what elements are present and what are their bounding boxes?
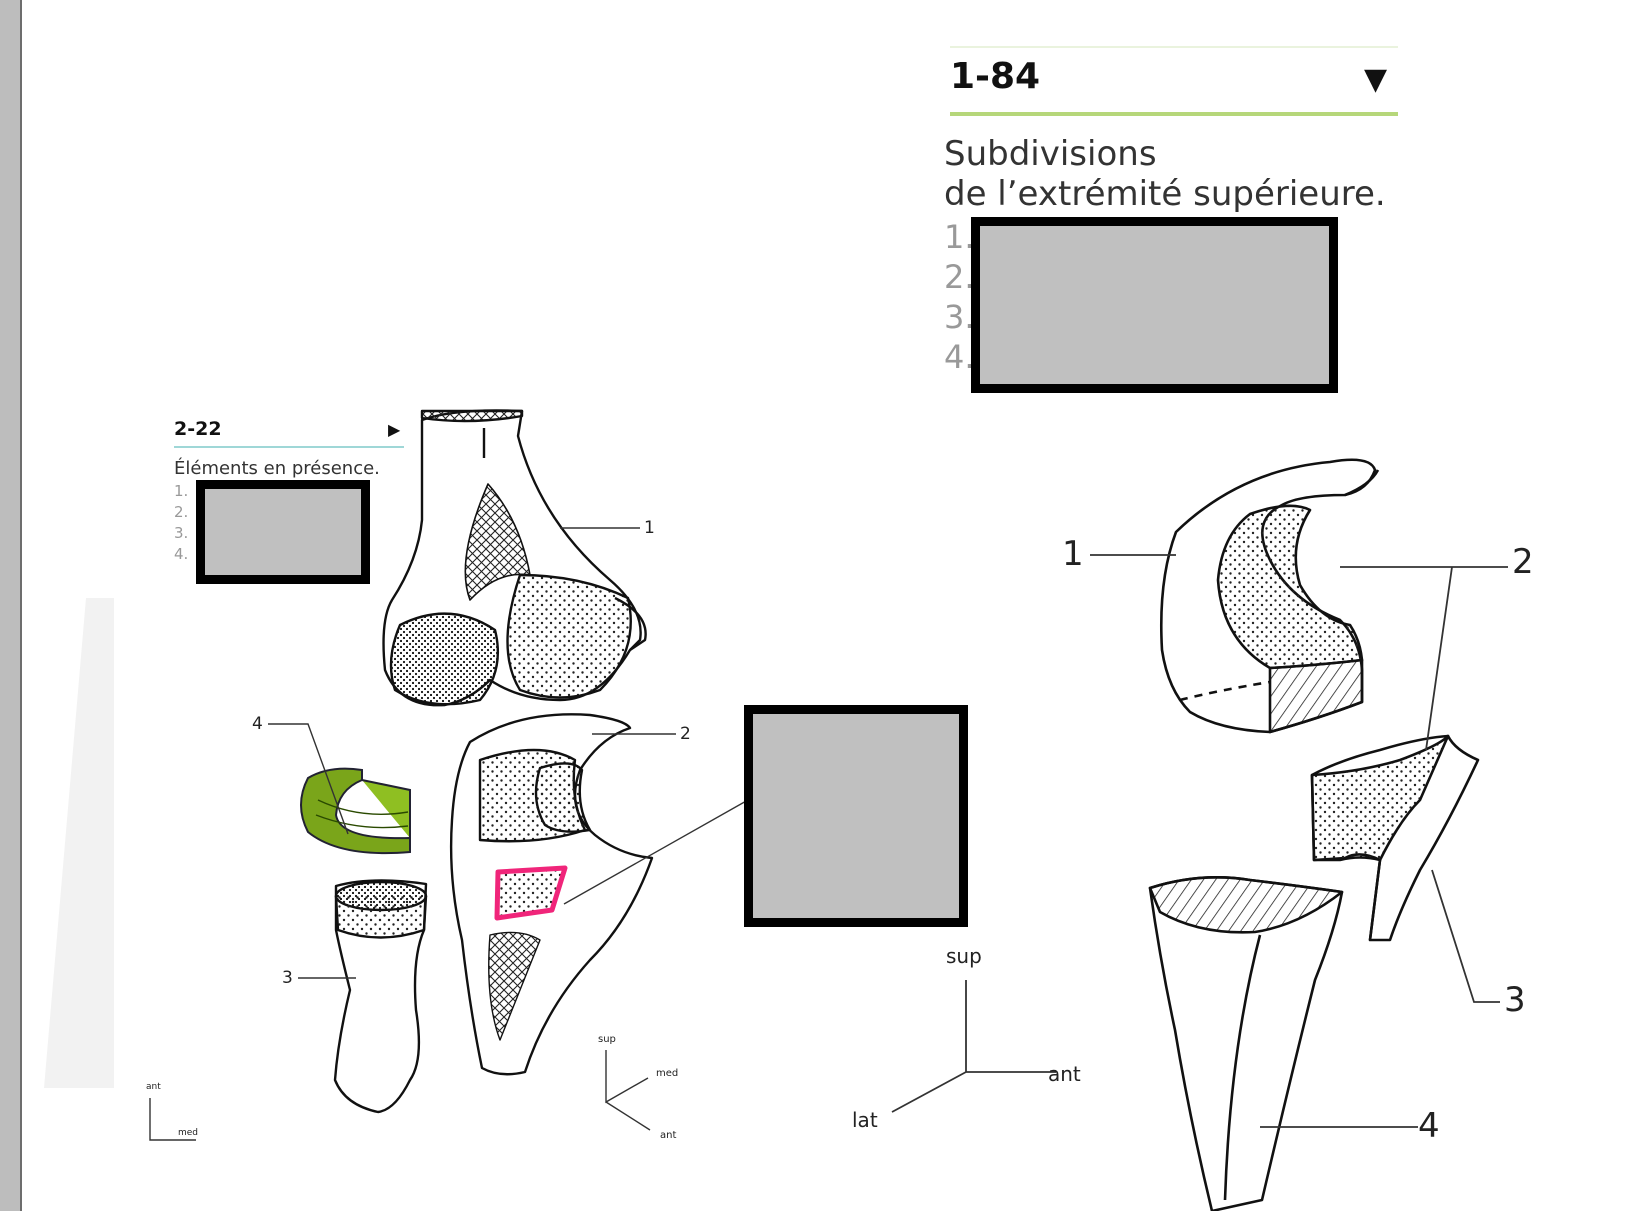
callout-right-4: 4: [1418, 1106, 1440, 1146]
callout-left-4: 4: [252, 714, 263, 734]
redaction-box-center: [744, 705, 968, 927]
axis-right-ant: ant: [1048, 1062, 1081, 1086]
callout-left-3: 3: [282, 968, 293, 988]
axis-right-sup: sup: [946, 944, 982, 968]
callout-left-2: 2: [680, 724, 691, 744]
ulna-drawing: [451, 714, 652, 1074]
small-axis-top: ant: [146, 1082, 161, 1092]
axis-left-sup: sup: [598, 1034, 616, 1045]
radius-drawing: [335, 880, 426, 1112]
small-axis-right: med: [178, 1128, 198, 1138]
callout-right-3: 3: [1504, 980, 1526, 1020]
annular-ligament-drawing: [301, 769, 410, 854]
callout-right-2: 2: [1512, 542, 1534, 582]
olecranon-drawing: [1161, 460, 1378, 732]
ulnar-shaft-drawing: [1150, 877, 1342, 1211]
axis-left-med: med: [656, 1068, 678, 1079]
callout-left-1: 1: [644, 518, 655, 538]
callout-right-1: 1: [1062, 534, 1084, 574]
axis-right-lat: lat: [852, 1108, 878, 1132]
axis-left-ant: ant: [660, 1130, 676, 1141]
humerus-drawing: [384, 410, 646, 705]
